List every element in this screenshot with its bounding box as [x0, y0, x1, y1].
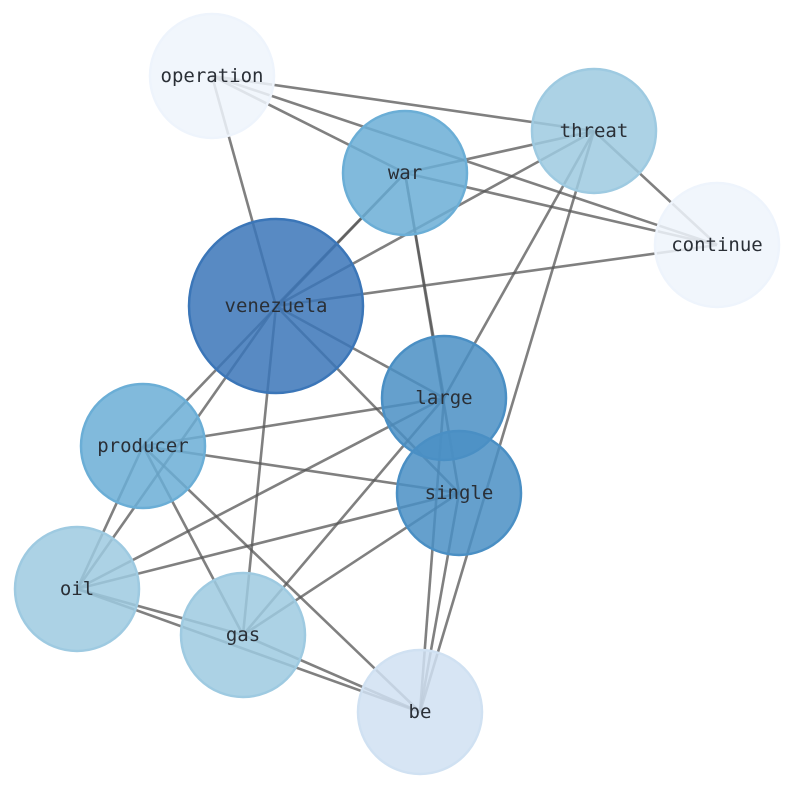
node-label: gas — [226, 624, 260, 646]
node-label: oil — [60, 578, 94, 600]
node-operation[interactable]: operation — [148, 12, 276, 140]
node-circle[interactable] — [395, 429, 523, 557]
node-label: venezuela — [225, 295, 328, 317]
node-circle[interactable] — [653, 181, 781, 309]
node-label: operation — [161, 65, 264, 87]
node-circle[interactable] — [148, 12, 276, 140]
edge-large-oil — [76, 396, 445, 591]
node-circle[interactable] — [79, 382, 207, 510]
node-threat[interactable]: threat — [530, 67, 658, 195]
node-label: continue — [671, 234, 763, 256]
node-single[interactable]: single — [395, 429, 523, 557]
edge-producer-be — [142, 445, 421, 713]
node-gas[interactable]: gas — [179, 571, 307, 699]
node-war[interactable]: war — [341, 109, 469, 237]
node-oil[interactable]: oil — [13, 525, 141, 653]
node-large[interactable]: large — [380, 334, 508, 462]
node-circle[interactable] — [341, 109, 469, 237]
edge-single-oil — [76, 491, 460, 591]
node-circle[interactable] — [179, 571, 307, 699]
node-label: be — [409, 701, 432, 723]
node-label: war — [388, 162, 422, 184]
node-be[interactable]: be — [356, 648, 484, 776]
edge-threat-be — [418, 130, 596, 713]
node-continue[interactable]: continue — [653, 181, 781, 309]
node-label: producer — [97, 435, 189, 457]
node-circle[interactable] — [187, 217, 365, 395]
node-circle[interactable] — [356, 648, 484, 776]
node-label: threat — [560, 120, 629, 142]
node-circle[interactable] — [13, 525, 141, 653]
node-label: large — [415, 387, 472, 409]
node-label: single — [425, 482, 494, 504]
nodes-layer: operation threat war continue venezuela large… — [13, 12, 781, 776]
node-producer[interactable]: producer — [79, 382, 207, 510]
edge-operation-threat — [211, 74, 595, 133]
node-venezuela[interactable]: venezuela — [187, 217, 365, 395]
node-circle[interactable] — [530, 67, 658, 195]
